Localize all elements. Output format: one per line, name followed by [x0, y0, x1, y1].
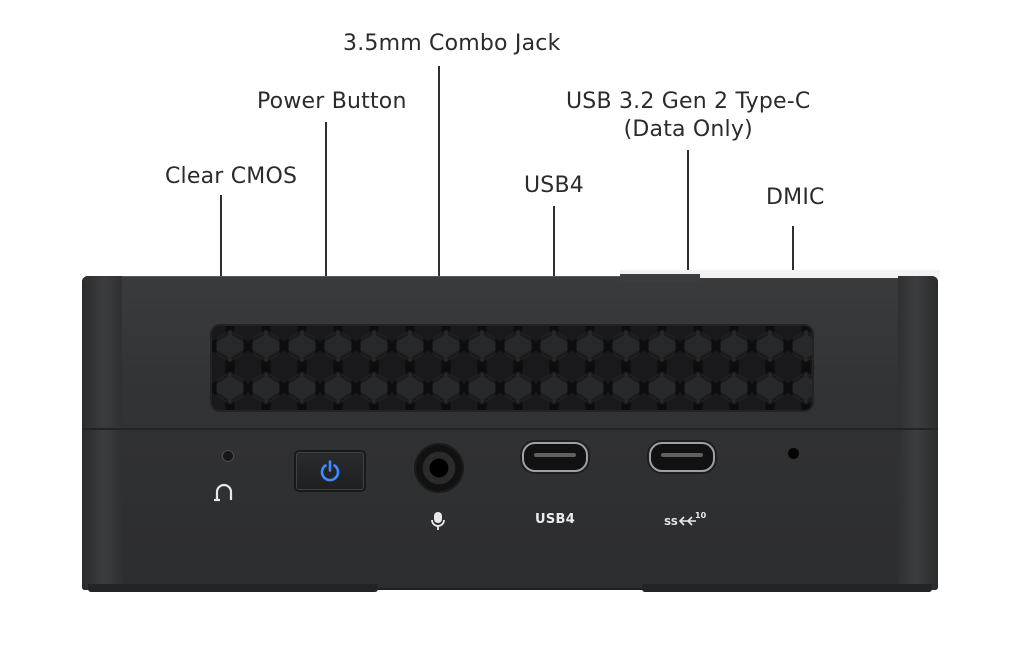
mini-pc-front-panel: USB4 SS 10 — [82, 270, 940, 590]
headset-mic-icon — [431, 512, 445, 530]
left-end-cap — [82, 276, 122, 590]
ss-label: SS — [664, 517, 678, 528]
superspeed-usb-icon: SS 10 — [664, 511, 706, 528]
top-panel-edge — [620, 270, 940, 278]
hex-vent-grille — [210, 324, 814, 412]
usb4-port-label: USB4 — [535, 512, 576, 527]
clear-cmos-pinhole[interactable] — [222, 450, 234, 462]
callout-usb4: USB4 — [524, 173, 584, 198]
callout-combo-jack: 3.5mm Combo Jack — [343, 31, 561, 56]
callout-usb-c: USB 3.2 Gen 2 Type-C (Data Only) — [566, 88, 810, 144]
callout-usb-c-line2: (Data Only) — [623, 117, 753, 142]
dmic-hole — [788, 448, 799, 459]
clear-cmos-icon — [214, 483, 233, 502]
right-end-cap — [898, 276, 938, 590]
audio-combo-jack[interactable] — [416, 445, 462, 491]
power-button[interactable] — [294, 450, 366, 492]
usb-c-data-port[interactable] — [649, 442, 715, 472]
ss-speed-label: 10 — [695, 511, 706, 520]
callout-dmic: DMIC — [766, 185, 825, 210]
panel-seam — [82, 428, 938, 430]
callout-power-button: Power Button — [257, 89, 407, 114]
left-foot — [88, 584, 378, 592]
usb4-port[interactable] — [522, 442, 588, 472]
leader-line-combo-jack — [438, 66, 440, 450]
callout-usb-c-line1: USB 3.2 Gen 2 Type-C — [566, 89, 811, 114]
callout-clear-cmos: Clear CMOS — [165, 164, 298, 189]
power-icon — [320, 460, 340, 482]
right-foot — [642, 584, 932, 592]
top-panel-shadow — [620, 274, 700, 282]
